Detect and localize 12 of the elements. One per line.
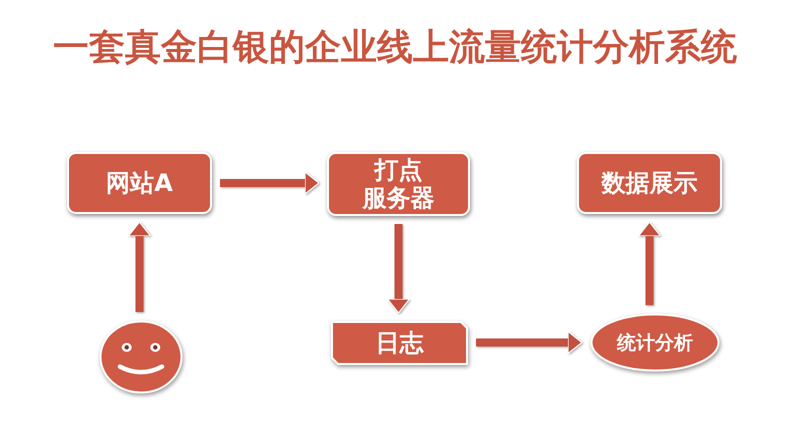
arrow [638, 221, 662, 306]
arrow [476, 330, 583, 354]
arrow [220, 171, 320, 195]
ellipse-node: 统计分析 [590, 313, 720, 372]
document-box: 日志 [331, 321, 468, 365]
process-box: 打点服务器 [327, 152, 470, 216]
smiley-icon [99, 320, 183, 394]
arrow [386, 224, 410, 314]
title: 一套真金白银的企业线上流量统计分析系统 [52, 26, 738, 70]
process-box: 数据展示 [577, 152, 722, 214]
process-box: 网站A [67, 152, 212, 214]
arrow [128, 221, 152, 312]
